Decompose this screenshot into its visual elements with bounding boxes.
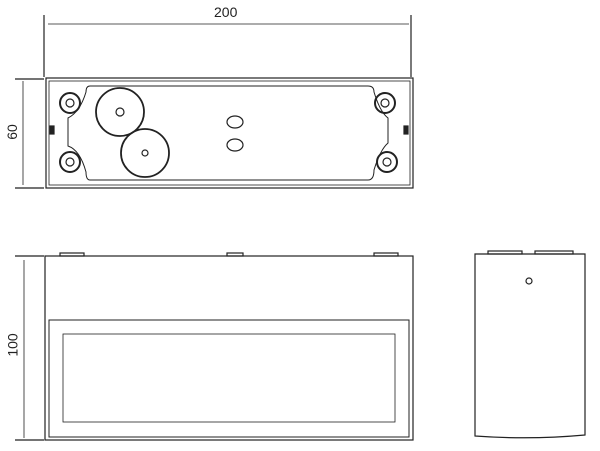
mounting-boss <box>59 92 81 114</box>
depth-dimension <box>15 78 44 189</box>
height-label: 100 <box>4 333 21 357</box>
mounting-boss <box>376 151 398 173</box>
height-dimension <box>15 255 44 441</box>
side-view <box>474 250 586 439</box>
keyhole-slot <box>226 115 244 129</box>
mounting-boss <box>59 151 81 173</box>
depth-label: 60 <box>3 124 20 140</box>
mounting-boss <box>374 92 396 114</box>
width-dimension <box>43 15 412 77</box>
front-view <box>44 252 414 441</box>
round-knockout <box>120 128 170 178</box>
top-view <box>45 77 414 189</box>
width-label: 200 <box>214 4 238 20</box>
round-knockout <box>95 87 145 137</box>
keyhole-slot <box>226 138 244 152</box>
